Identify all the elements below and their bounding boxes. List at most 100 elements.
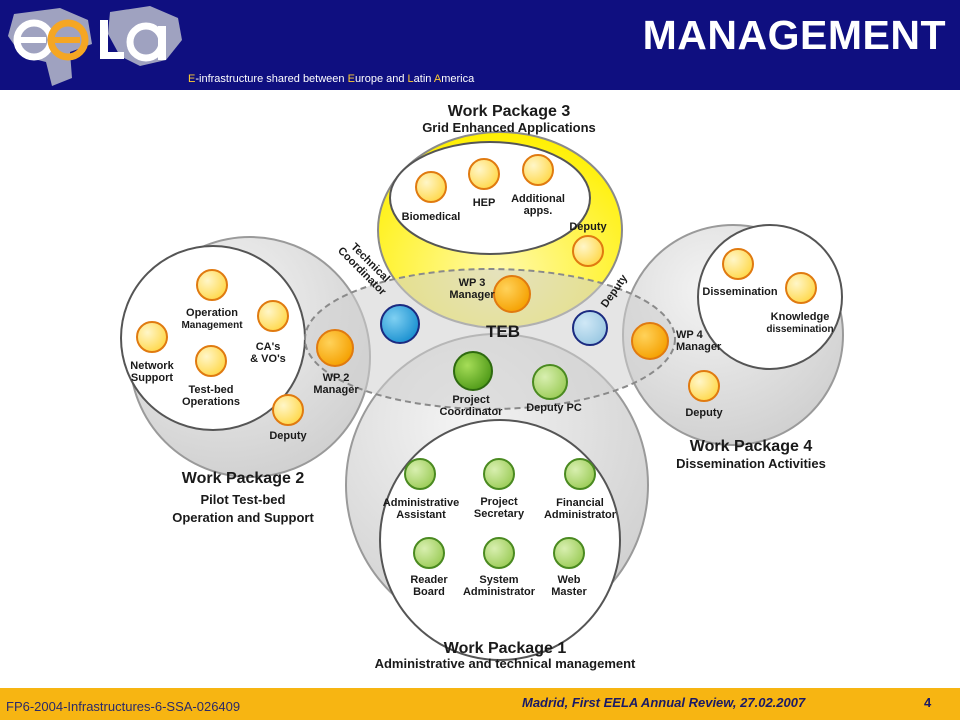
wp4-mgr-line1: WP 4 [676, 329, 704, 341]
wp2-deputy-label: Deputy [269, 430, 307, 442]
biomedical-node [415, 171, 447, 203]
technical-coordinator-node [380, 304, 420, 344]
network-support-node [136, 321, 168, 353]
wp3-deputy-node [572, 235, 604, 267]
wp3-manager-node [493, 275, 531, 313]
wp4-manager-node [631, 322, 669, 360]
tagline-part: atin [413, 73, 434, 85]
footer-bar: FP6-2004-Infrastructures-6-SSA-026409 Ma… [0, 688, 960, 720]
opm-line2: Management [181, 320, 243, 331]
wp4-title: Work Package 4 [690, 438, 813, 455]
tagline-part: E [188, 73, 196, 85]
cas-vos-label: CA's& VO's [250, 341, 286, 365]
wp4-subtitle: Dissemination Activities [676, 456, 826, 471]
header-bar: E-infrastructure shared between Europe a… [0, 0, 960, 90]
wm-line1: Web [557, 574, 580, 586]
cas-line2: & VO's [250, 353, 286, 365]
tbo-line1: Test-bed [188, 384, 233, 396]
tbo-line2: Operations [182, 396, 240, 408]
kd-line2: dissemination [766, 324, 833, 335]
wp2-mgr-line2: Manager [313, 384, 359, 396]
rb-line1: Reader [410, 574, 448, 586]
tagline-part: urope and [354, 73, 408, 85]
wp1-title: Work Package 1 [444, 640, 567, 657]
system-administrator-node [483, 537, 515, 569]
kd-line1: Knowledge [771, 311, 830, 323]
tagline: E-infrastructure shared between Europe a… [188, 73, 474, 85]
wp2-manager-node [316, 329, 354, 367]
project-coordinator-node [453, 351, 493, 391]
tagline-part: E [347, 73, 355, 85]
rb-line2: Board [413, 586, 445, 598]
wp2-mgr-line1: WP 2 [323, 372, 350, 384]
wp3-deputy-label: Deputy [569, 221, 607, 233]
deputy-pc-node [532, 364, 568, 400]
aa-line1: Administrative [383, 497, 459, 509]
wp3-manager-line1: WP 3 [459, 277, 486, 289]
additional-apps-line1: Additional [511, 193, 565, 205]
sa-line1: System [479, 574, 518, 586]
project-code: FP6-2004-Infrastructures-6-SSA-026409 [6, 699, 241, 714]
wp2-subtitle1: Pilot Test-bed [201, 492, 286, 507]
teb-deputy-node [572, 310, 608, 346]
reader-board-node [413, 537, 445, 569]
additional-apps-node [522, 154, 554, 186]
wp3-manager-line2: Manager [449, 289, 495, 301]
hep-label: HEP [473, 197, 496, 209]
wp3-subtitle: Grid Enhanced Applications [422, 120, 596, 135]
wp2-region [120, 236, 371, 478]
wp4-deputy-label: Deputy [685, 407, 723, 419]
operation-management-node [196, 269, 228, 301]
additional-apps-line2: apps. [524, 205, 553, 217]
tagline-part: A [433, 73, 442, 85]
wm-line2: Master [551, 586, 587, 598]
wp4-mgr-line2: Manager [676, 341, 722, 353]
wp3-title: Work Package 3 [448, 103, 571, 120]
administrative-assistant-node [404, 458, 436, 490]
ns-line1: Network [130, 360, 174, 372]
page-number: 4 [924, 695, 932, 710]
opm-line1: Operation [186, 307, 238, 319]
wp1-subtitle: Administrative and technical management [375, 656, 636, 671]
financial-administrator-node [564, 458, 596, 490]
pc-line2: Coordinator [440, 406, 504, 418]
fa-line1: Financial [556, 497, 604, 509]
wp2-subtitle2: Operation and Support [172, 510, 314, 525]
management-diagram: Work Package 3 Grid Enhanced Application… [120, 103, 844, 671]
deputy-pc-label: Deputy PC [526, 402, 582, 414]
ns-line2: Support [131, 372, 173, 384]
wp4-deputy-node [688, 370, 720, 402]
event-caption: Madrid, First EELA Annual Review, 27.02.… [522, 695, 806, 710]
ps-line1: Project [480, 496, 518, 508]
wp2-deputy-node [272, 394, 304, 426]
teb-ellipse [304, 268, 676, 410]
tagline-part: -infrastructure shared between [195, 73, 348, 85]
teb-label: TEB [486, 322, 520, 341]
aa-line2: Assistant [396, 509, 446, 521]
hep-node [468, 158, 500, 190]
eela-logo [8, 6, 182, 86]
testbed-operations-node [195, 345, 227, 377]
web-master-node [553, 537, 585, 569]
tagline-part: L [407, 73, 414, 85]
slide-title: MANAGEMENT [642, 12, 946, 58]
project-secretary-node [483, 458, 515, 490]
knowledge-dissemination-node [785, 272, 817, 304]
ps-line2: Secretary [474, 508, 525, 520]
biomedical-label: Biomedical [402, 211, 461, 223]
tagline-part: merica [441, 73, 475, 85]
fa-line2: Administrator [544, 509, 617, 521]
